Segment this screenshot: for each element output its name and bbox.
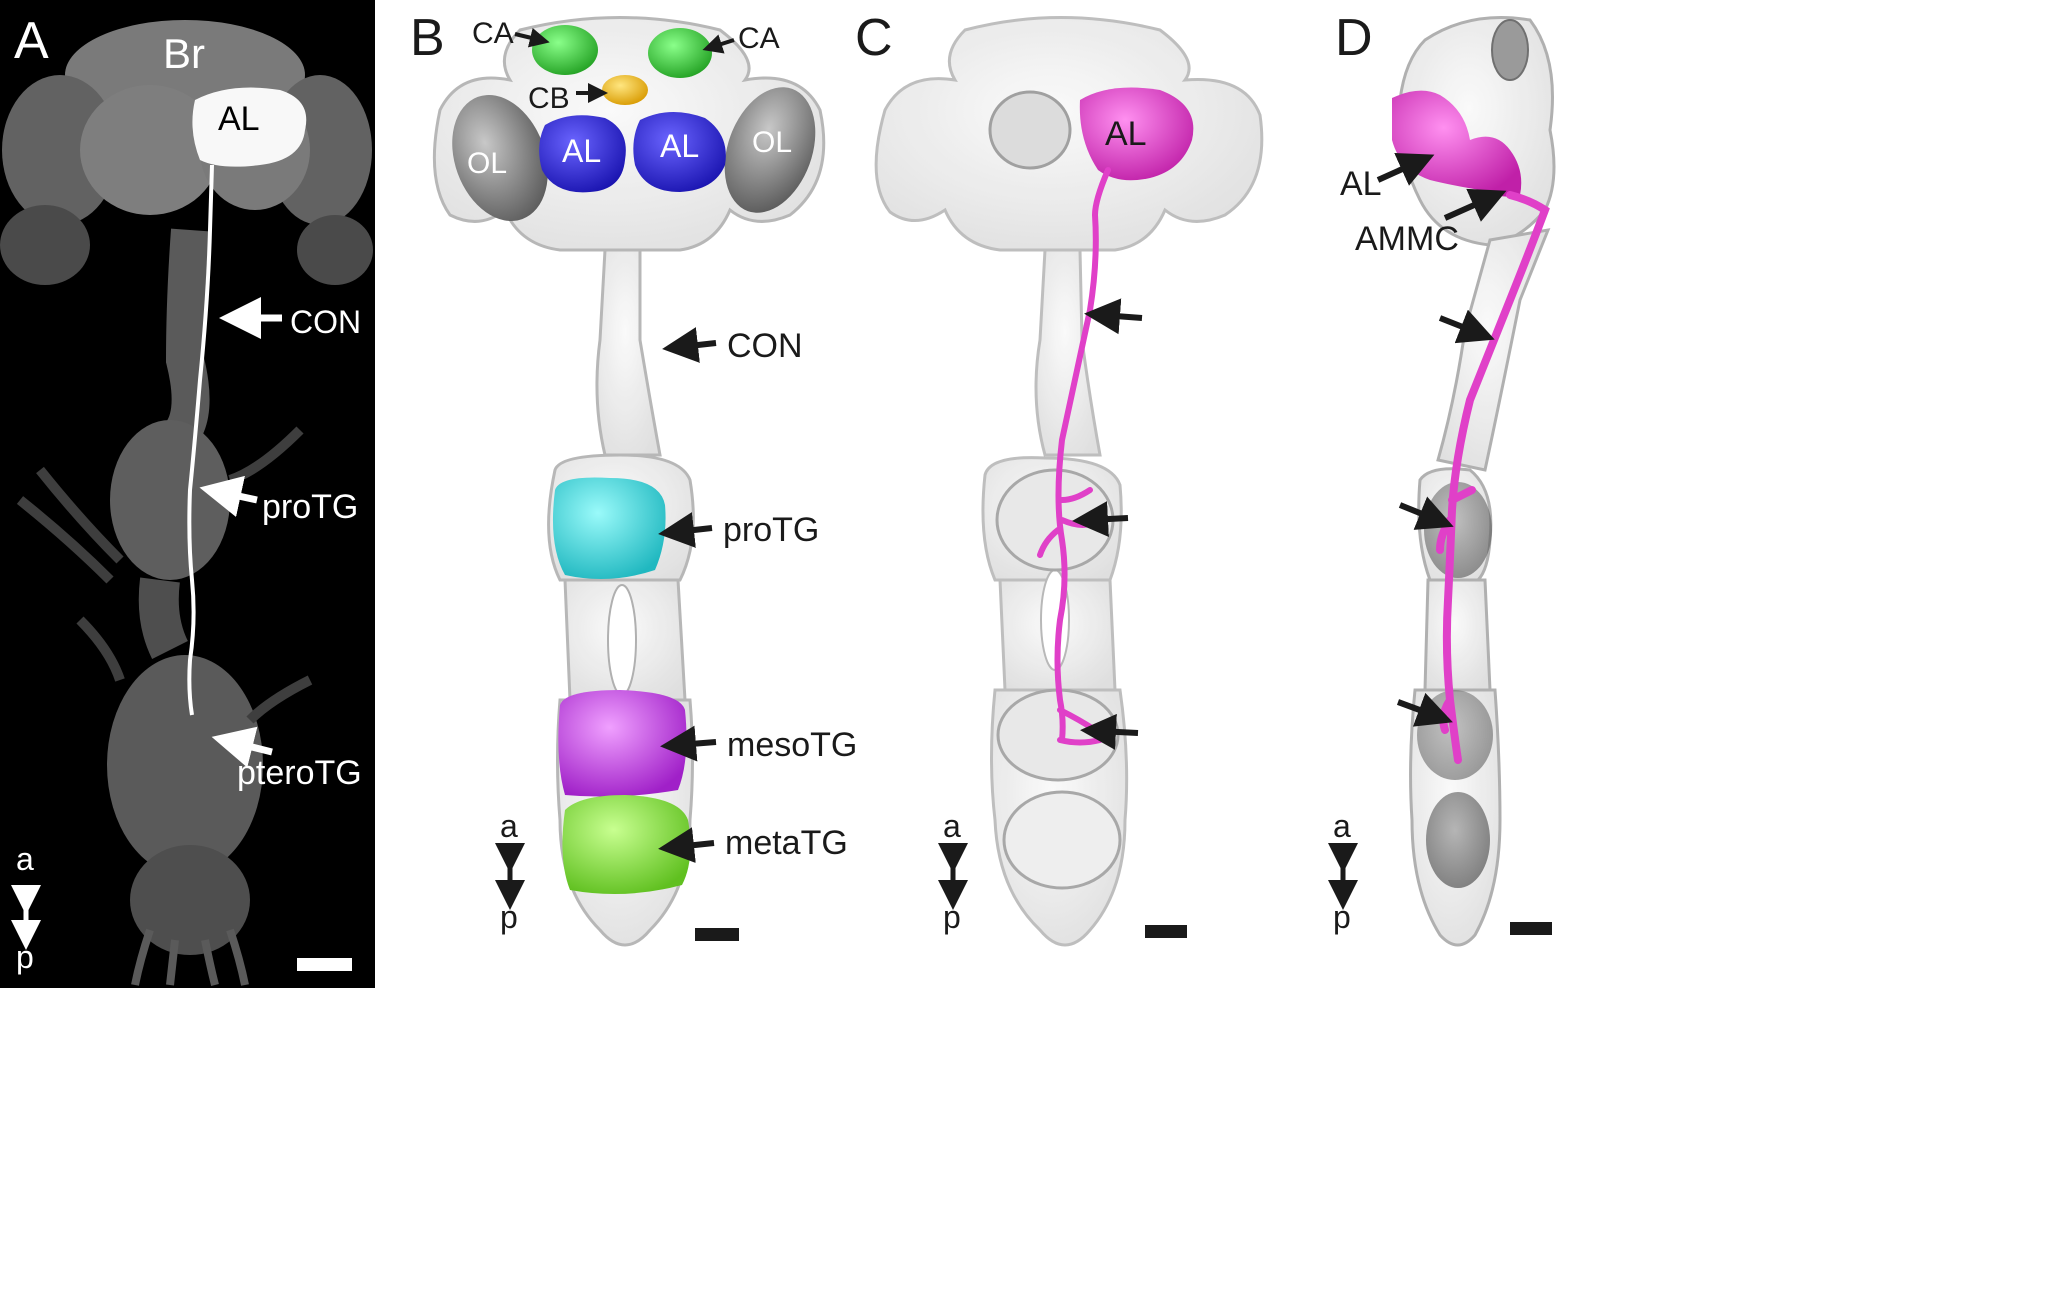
panel-b-al-left-label: AL	[562, 133, 601, 169]
panel-b-con-label: CON	[727, 327, 803, 365]
panel-c-al-label: AL	[1105, 115, 1147, 153]
panel-d-arrow-con	[1438, 309, 1495, 344]
panel-b-ca-left-label: CA	[472, 17, 514, 50]
panel-b-optic-lobe-left	[452, 95, 548, 221]
panel-a-al-bright	[192, 87, 307, 167]
panel-d-letter: D	[1335, 9, 1373, 67]
panel-c-arrow-protg	[1072, 501, 1129, 538]
panel-a-protg-label: proTG	[262, 488, 358, 526]
panel-c-scale-bar	[1145, 925, 1187, 938]
panel-d-axis-posterior: p	[1333, 899, 1351, 935]
panel-b-letter: B	[410, 9, 445, 67]
panel-b-ol-left-label: OL	[467, 147, 507, 180]
panel-b-mesotg-label: mesoTG	[727, 726, 857, 764]
panel-c-letter: C	[855, 9, 893, 67]
panel-a-letter: A	[14, 12, 49, 70]
panel-a-br-label: Br	[163, 30, 205, 77]
panel-a-scale-bar	[297, 958, 352, 971]
panel-d-arrow-protg	[1398, 496, 1454, 530]
panel-a: A Br AL CON proTG pteroTG a p	[0, 0, 375, 988]
panel-d-axis-anterior: a	[1333, 808, 1351, 844]
panel-a-neuron-trace	[187, 164, 214, 716]
panel-d-ocular-ghost	[1491, 19, 1529, 81]
panel-b-connective-gap	[607, 584, 637, 696]
panel-d-al-label: AL	[1340, 165, 1382, 203]
panel-b-mesotg	[558, 690, 687, 797]
panel-a-nerve-cord	[16, 228, 313, 986]
panel-b-ca-right-arrow	[702, 34, 735, 54]
panel-b-antennal-lobe-right	[633, 111, 726, 192]
panel-b-calyx-left	[532, 25, 598, 75]
panel-a-protg-arrow	[199, 475, 258, 517]
panel-a-con-label: CON	[290, 304, 361, 340]
panel-d-neuron	[1436, 191, 1550, 764]
panel-d-tg-ghost-3	[1426, 792, 1490, 888]
panel-c-al-ghost-left	[988, 90, 1072, 170]
panel-d-ammc-label: AMMC	[1355, 220, 1459, 258]
panel-b-mesotg-arrow	[660, 725, 717, 762]
panel-b-scale-bar	[695, 928, 739, 941]
panel-d-ammc-arrow	[1443, 188, 1507, 222]
panel-c: C AL a p	[855, 9, 1264, 947]
panel-b-metatg	[562, 795, 691, 894]
panel-b-axis-posterior: p	[500, 899, 518, 935]
panel-b-cb-label: CB	[528, 82, 570, 115]
panel-a-axis-posterior: p	[16, 939, 34, 975]
panel-d-scale-bar	[1510, 922, 1552, 935]
panel-b-con-arrow	[662, 327, 717, 363]
panel-d: D AL AMMC a p	[1328, 9, 1556, 947]
panel-c-arrow-con	[1084, 298, 1143, 335]
panel-a-al-label: AL	[218, 100, 260, 138]
panel-b-ol-right-label: OL	[752, 126, 792, 159]
panel-b-antennal-lobe-left	[539, 115, 626, 193]
panel-b: B CA CA CB OL OL AL AL CON proTG mesoTG …	[410, 9, 857, 947]
panel-b-metatg-label: metaTG	[725, 824, 848, 862]
panel-b-central-body	[602, 75, 648, 105]
panel-a-axis-anterior: a	[16, 841, 34, 877]
panel-b-optic-lobe-right	[724, 87, 816, 213]
panel-b-axis-anterior: a	[500, 808, 518, 844]
panel-b-protg	[552, 477, 666, 579]
panel-a-pterotg-arrow	[211, 726, 273, 768]
panel-b-protg-label: proTG	[723, 511, 819, 549]
panel-b-al-right-label: AL	[660, 128, 699, 164]
panel-d-al-arrow	[1376, 152, 1435, 186]
panel-b-calyx-right	[648, 28, 712, 78]
panel-a-pterotg-label: pteroTG	[237, 754, 362, 792]
panel-d-arrow-mesotg	[1396, 692, 1453, 727]
panel-c-arrow-mesotg	[1080, 713, 1139, 750]
panel-b-protg-arrow	[658, 512, 713, 548]
panel-c-tg-ghost-3	[1002, 790, 1122, 890]
panel-b-ca-left-arrow	[514, 27, 550, 48]
panel-c-axis-anterior: a	[943, 808, 961, 844]
panel-c-al-magenta	[1079, 87, 1194, 181]
panel-b-metatg-arrow	[658, 827, 715, 864]
panel-c-axis-posterior: p	[943, 899, 961, 935]
panel-b-ca-right-label: CA	[738, 22, 780, 55]
